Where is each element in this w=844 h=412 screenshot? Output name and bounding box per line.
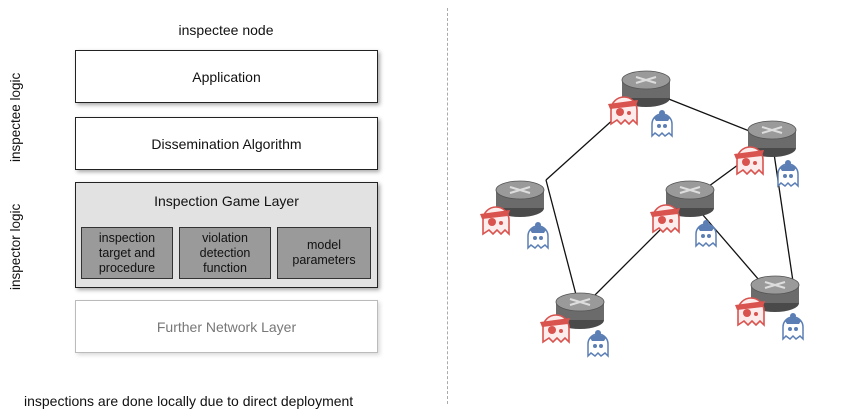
model-parameters-box: model parameters [277, 227, 371, 279]
application-layer: Application [75, 50, 378, 103]
divider [447, 8, 448, 404]
network-node-3 [479, 180, 549, 249]
violation-detection-box: violation detection function [179, 227, 271, 279]
network-node-5 [539, 292, 609, 357]
inspection-game-layer-label: Inspection Game Layer [154, 193, 299, 209]
network-node-4 [649, 180, 717, 247]
dissemination-layer: Dissemination Algorithm [75, 117, 378, 170]
inspection-target-box: inspection target and procedure [81, 227, 173, 279]
network-diagram [479, 70, 804, 357]
network-node-2 [733, 120, 799, 187]
inspector-logic-label: inspector logic [8, 203, 23, 290]
footer-note: inspections are done locally due to dire… [24, 393, 354, 409]
network-node-1 [607, 70, 673, 137]
stack-title: inspectee node [178, 22, 274, 38]
inspectee-logic-label: inspectee logic [8, 72, 23, 162]
network-node-6 [734, 275, 804, 340]
further-network-layer: Further Network Layer [75, 300, 378, 353]
